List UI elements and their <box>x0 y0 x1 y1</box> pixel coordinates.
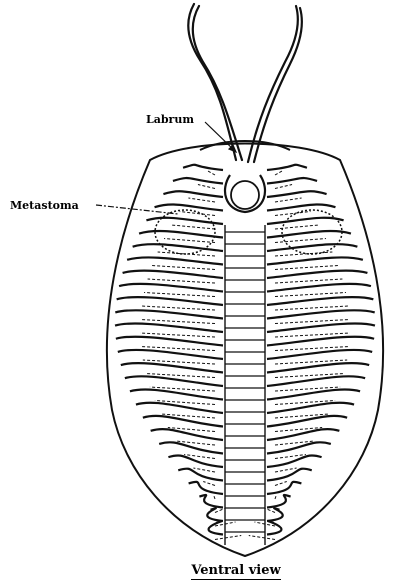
right-leg <box>267 218 344 224</box>
right-leg <box>267 337 374 346</box>
left-leg <box>159 442 223 453</box>
right-leg <box>267 376 365 386</box>
left-leg <box>118 350 223 359</box>
left-leg <box>143 416 223 427</box>
left-leg <box>121 363 223 372</box>
left-leg <box>123 271 223 278</box>
left-leg <box>163 191 223 197</box>
left-leg <box>115 310 223 318</box>
left-exite <box>180 212 215 216</box>
left-leg <box>209 521 223 534</box>
metastoma-leader-line <box>96 205 178 214</box>
right-exite <box>275 279 342 283</box>
right-exite <box>275 306 348 310</box>
left-exite <box>148 279 215 283</box>
left-leg <box>119 284 223 292</box>
left-exite <box>208 171 215 175</box>
right-leg <box>267 416 347 427</box>
right-leg <box>267 323 375 332</box>
right-leg <box>267 429 339 440</box>
right-exite <box>275 482 287 486</box>
right-exite <box>275 495 276 499</box>
left-exite <box>144 293 215 297</box>
right-leg <box>267 521 281 534</box>
trilobite-body <box>107 141 383 556</box>
axial-lobe <box>225 225 265 545</box>
left-leg <box>155 205 223 211</box>
cephalon-margin <box>200 141 290 150</box>
right-exite <box>275 212 310 216</box>
right-leg <box>267 231 351 238</box>
figure-caption: Ventral view <box>0 563 406 578</box>
right-exite <box>275 320 350 324</box>
right-exite <box>275 468 297 472</box>
right-leg <box>267 495 291 507</box>
right-exite <box>275 266 338 270</box>
labrum-label: Labrum <box>146 113 194 126</box>
left-exite <box>142 306 215 310</box>
left-exite <box>152 266 215 270</box>
left-exite <box>140 320 215 324</box>
left-exite <box>164 239 215 243</box>
left-exite <box>198 185 215 189</box>
right-exite <box>275 185 292 189</box>
left-leg <box>115 323 223 332</box>
right-leg <box>267 455 322 467</box>
left-leg <box>178 469 223 481</box>
left-exite <box>203 482 215 486</box>
right-exite <box>275 239 326 243</box>
right-leg <box>267 165 307 170</box>
left-exite <box>171 225 215 229</box>
antennae <box>188 4 302 162</box>
caption-text: Ventral view <box>191 563 280 580</box>
right-exite <box>275 225 319 229</box>
left-leg <box>168 455 223 467</box>
left-leg <box>139 231 223 238</box>
left-leg <box>151 429 223 440</box>
left-leg <box>125 376 223 386</box>
right-leg <box>267 310 375 318</box>
right-leg <box>267 284 371 292</box>
left-leg <box>189 482 223 494</box>
left-exite <box>158 252 215 256</box>
right-leg <box>267 205 335 211</box>
right-exite <box>275 293 346 297</box>
left-exite <box>215 536 241 540</box>
right-exite <box>275 198 302 202</box>
left-exite <box>214 495 215 499</box>
left-exite <box>188 198 215 202</box>
right-exite <box>275 171 282 175</box>
right-exite <box>249 536 275 540</box>
left-leg <box>127 257 223 264</box>
left-leg <box>199 495 223 507</box>
left-leg <box>173 178 223 183</box>
right-leg <box>267 297 373 305</box>
right-leg <box>267 178 317 183</box>
metastoma-label: Metastoma <box>10 199 79 212</box>
left-leg <box>117 297 223 305</box>
right-leg <box>267 271 367 278</box>
left-leg <box>183 165 223 170</box>
right-leg <box>267 363 369 372</box>
right-leg <box>267 442 331 453</box>
right-leg <box>267 244 357 251</box>
right-leg <box>267 482 301 494</box>
right-leg <box>267 191 327 197</box>
left-leg <box>133 244 223 251</box>
left-leg <box>116 337 223 346</box>
right-leg <box>267 257 363 264</box>
hypostome-ring <box>231 181 259 209</box>
left-exite <box>193 468 215 472</box>
right-leg <box>267 469 312 481</box>
right-leg <box>267 350 372 359</box>
